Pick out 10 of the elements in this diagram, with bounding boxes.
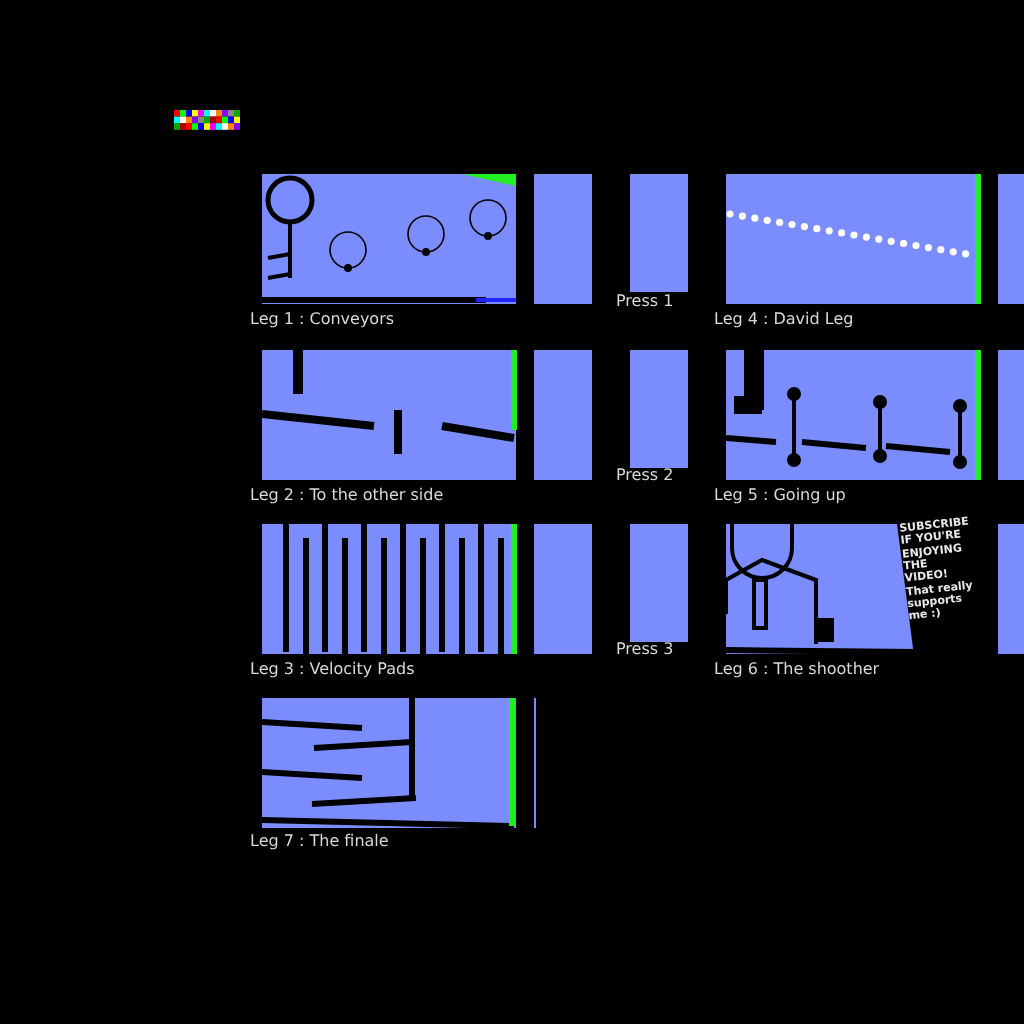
level-title: Leg 3 : Velocity Pads bbox=[250, 662, 415, 678]
level-title: Leg 5 : Going up bbox=[714, 488, 846, 504]
level-title: Leg 6 : The shoother bbox=[714, 662, 880, 678]
level-title: Leg 2 : To the other side bbox=[250, 488, 444, 504]
level-title: Leg 4 : David Leg bbox=[714, 312, 854, 328]
panel-label: Press 1 bbox=[616, 294, 674, 310]
panel-label: Press 3 bbox=[616, 642, 674, 658]
panel-label: Press 2 bbox=[616, 468, 674, 484]
level-title: Leg 7 : The finale bbox=[250, 834, 389, 850]
level-title: Leg 1 : Conveyors bbox=[250, 312, 395, 328]
